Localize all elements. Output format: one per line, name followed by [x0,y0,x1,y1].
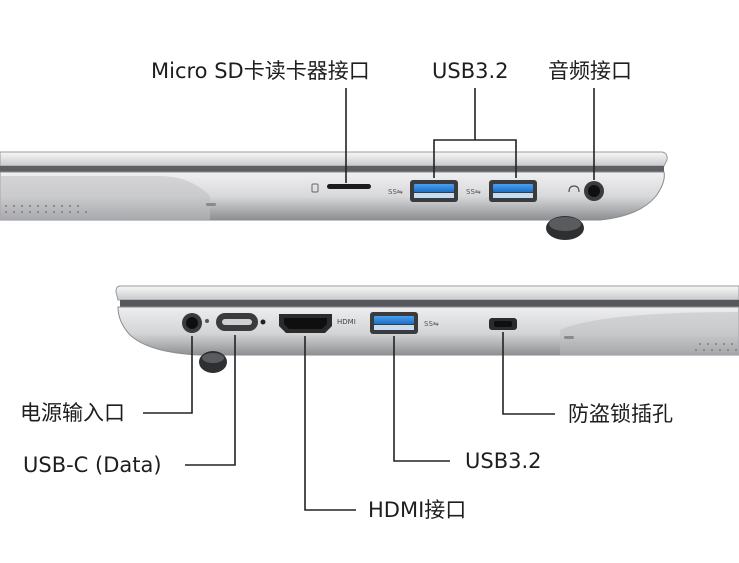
bottom-leader-lines [143,332,555,511]
sd-card-slot [311,183,371,193]
label-usb-bottom: USB3.2 [465,449,542,473]
label-audio: 音频接口 [548,59,632,83]
hdmi-port [279,314,332,333]
label-lock: 防盗锁插孔 [568,402,673,426]
svg-text:SS⇋: SS⇋ [466,188,481,196]
label-power: 电源输入口 [20,401,125,425]
usb-port-bottom: SS⇋ [370,312,439,334]
lock-slot [489,318,517,330]
label-sd-reader: Micro SD卡读卡器接口 [151,59,370,83]
label-hdmi: HDMI接口 [368,498,467,522]
top-leader-lines [345,88,595,183]
audio-jack [568,181,604,201]
label-usb-c: USB-C (Data) [23,453,162,477]
svg-text:SS⇋: SS⇋ [388,188,403,196]
hdmi-port-text: HDMI [337,318,356,326]
svg-text:SS⇋: SS⇋ [424,320,439,328]
usb-c-port [216,313,266,331]
top-laptop [0,151,668,240]
power-jack [182,313,209,333]
bottom-laptop [115,285,739,373]
label-usb-top: USB3.2 [432,59,509,83]
usb-ports-top: SS⇋ SS⇋ [388,180,537,202]
